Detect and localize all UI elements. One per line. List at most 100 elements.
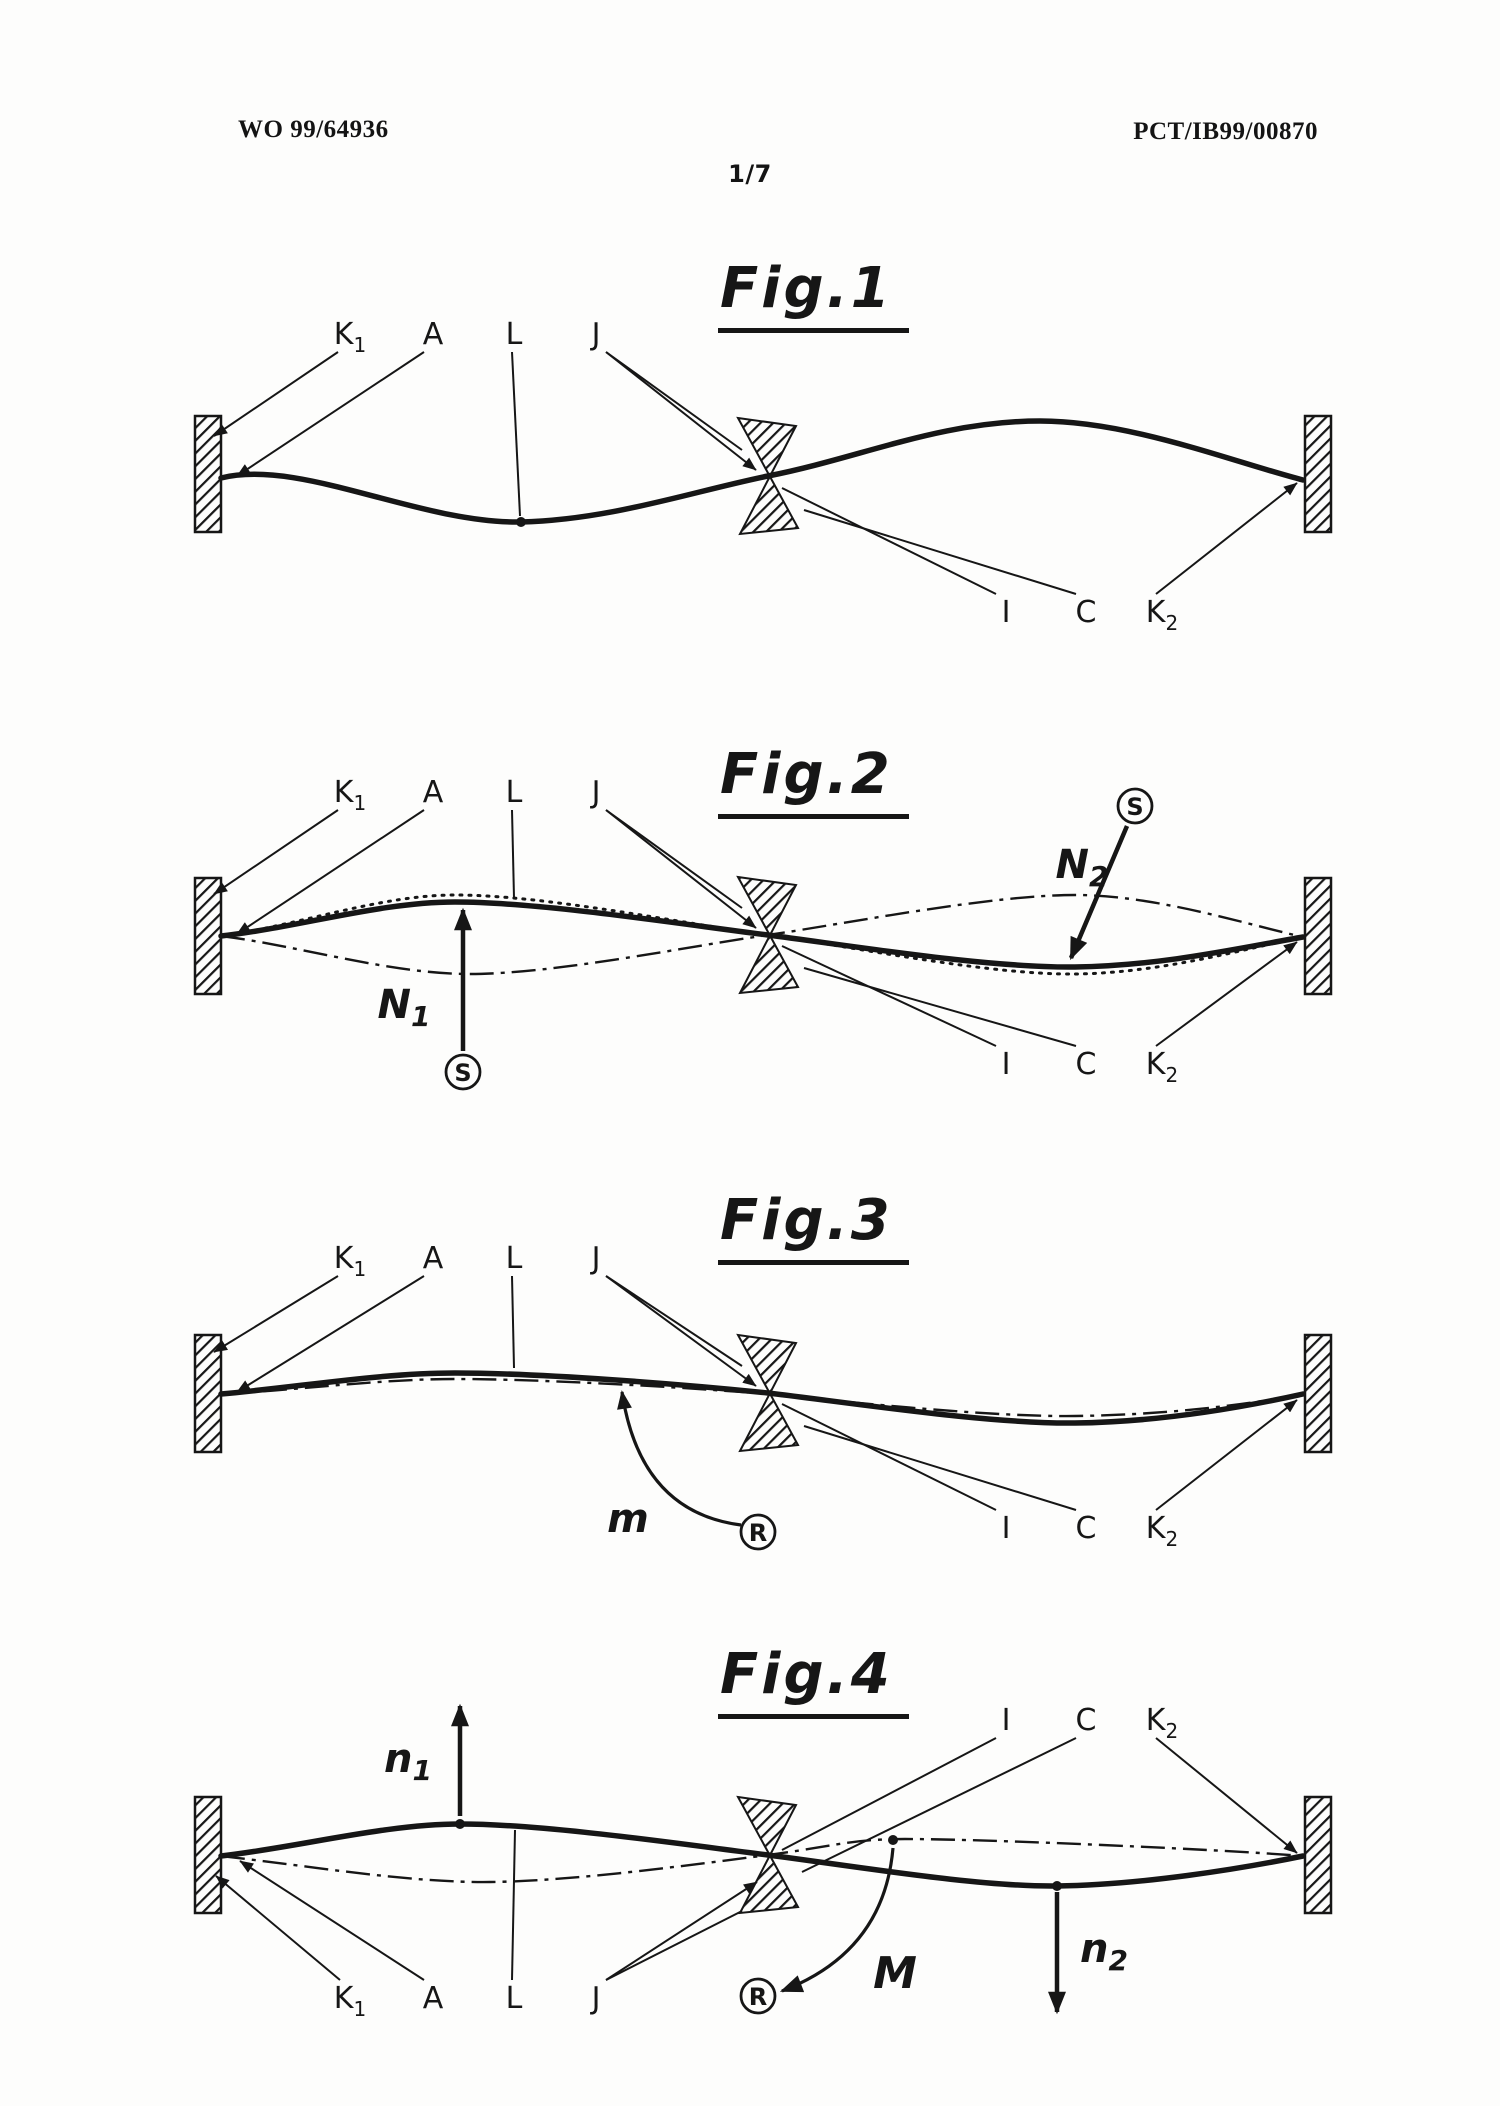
- figure-1-drawing: K1 A L J I C K2: [193, 317, 1333, 635]
- leader-j2: [605, 351, 757, 471]
- figure-2: Fig.2: [0, 700, 1500, 1150]
- label-c: C: [1076, 1511, 1097, 1546]
- label-a: A: [423, 317, 444, 352]
- leader-j2: [605, 1881, 758, 1981]
- label-k1: K1: [334, 775, 366, 815]
- figure-3: Fig.3: [0, 1180, 1500, 1600]
- beam-curve: [218, 1821, 1306, 1889]
- r-source-letter: R: [749, 1519, 767, 1547]
- supports: [193, 1795, 1333, 1915]
- leader-j1: [605, 809, 743, 909]
- leader-j1: [605, 351, 743, 451]
- label-l: L: [506, 1981, 523, 2016]
- force-n2: S N2: [1056, 787, 1154, 961]
- leader-j1: [605, 1275, 743, 1367]
- beam-curve: [218, 418, 1306, 525]
- figure-1-title: Fig.1: [718, 256, 909, 333]
- left-support: [193, 1333, 223, 1454]
- figure-3-title: Fig.3: [718, 1188, 909, 1265]
- point-labels: K1 A L J I C K2: [334, 775, 1178, 1087]
- label-k1: K1: [334, 1981, 366, 2021]
- label-a: A: [423, 1241, 444, 1276]
- force-label-n2: n2: [1080, 1926, 1128, 1977]
- label-k2: K2: [1146, 1703, 1178, 1743]
- force-n1: n1: [384, 1703, 469, 1816]
- r-source-symbol: [739, 1513, 777, 1551]
- leader-l: [511, 809, 515, 899]
- label-j: J: [590, 317, 601, 352]
- leader-l: [511, 1275, 515, 1369]
- s-source-symbol-right: [1116, 787, 1154, 825]
- s-source-letter-right: S: [1126, 793, 1143, 821]
- point-dot-m: [888, 1835, 898, 1845]
- label-c: C: [1076, 1047, 1097, 1082]
- left-support: [193, 876, 223, 996]
- leader-k2: [1155, 482, 1298, 595]
- document-number: WO 99/64936: [238, 116, 389, 143]
- right-support: [1303, 876, 1333, 996]
- point-dot-n2: [1052, 1881, 1062, 1891]
- leader-l: [511, 351, 521, 517]
- s-source-symbol-left: [444, 1053, 482, 1091]
- force-label-n1: N1: [378, 982, 431, 1033]
- label-i: I: [1002, 1703, 1011, 1738]
- leader-a: [239, 1860, 425, 1981]
- right-support: [1303, 414, 1333, 534]
- left-support: [193, 1795, 223, 1915]
- supports: [193, 1333, 1333, 1454]
- leader-k1: [213, 351, 339, 437]
- moment-label-m: M: [873, 1948, 917, 1999]
- figure-2-title: Fig.2: [718, 742, 909, 819]
- moment-label-m: m: [607, 1496, 649, 1542]
- figure-4-title: Fig.4: [718, 1642, 909, 1719]
- leader-k1: [215, 1875, 341, 1981]
- leader-k1: [213, 809, 339, 895]
- leader-lines: [215, 1737, 1298, 1981]
- pivot-node: [736, 416, 800, 536]
- leader-a: [236, 809, 425, 935]
- leader-l: [511, 1829, 516, 1981]
- moment-arrow-m: [617, 1390, 742, 1527]
- label-k1: K1: [334, 317, 366, 357]
- label-k2: K2: [1146, 1511, 1178, 1551]
- label-k2: K2: [1146, 1047, 1178, 1087]
- leader-k1: [213, 1275, 339, 1353]
- beam-curve: [218, 1370, 1306, 1426]
- label-k1: K1: [334, 1241, 366, 1281]
- pivot-node: [736, 875, 800, 995]
- figure-1: Fig.1: [0, 240, 1500, 670]
- s-source-letter-left: S: [454, 1059, 471, 1087]
- leader-i: [781, 1737, 997, 1851]
- label-i: I: [1002, 595, 1011, 630]
- force-arrow-n2: [1068, 825, 1130, 961]
- label-a: A: [423, 775, 444, 810]
- leader-a: [236, 351, 425, 477]
- leader-c: [803, 509, 1077, 595]
- leader-k2: [1155, 1737, 1298, 1854]
- application-number: PCT/IB99/00870: [1133, 118, 1318, 145]
- point-labels: K1 A L J I C K2: [334, 1241, 1178, 1551]
- label-c: C: [1076, 1703, 1097, 1738]
- leader-c: [801, 1737, 1077, 1873]
- right-support: [1303, 1795, 1333, 1915]
- point-dot-n1: [455, 1819, 465, 1829]
- force-label-n2: N2: [1056, 842, 1109, 893]
- leader-i: [781, 945, 997, 1047]
- force-n2: n2: [1048, 1892, 1128, 2015]
- point-dot-l: [516, 517, 526, 527]
- point-labels: K1 A L J I C K2: [334, 317, 1178, 635]
- label-j: J: [590, 1981, 601, 2016]
- force-n1: S N1: [378, 907, 482, 1091]
- label-j: J: [590, 775, 601, 810]
- r-source-symbol: [739, 1977, 777, 2015]
- sheet-number: 1/7: [728, 160, 772, 188]
- force-label-n1: n1: [384, 1736, 432, 1787]
- leader-lines: [213, 351, 1298, 595]
- moment-m: R m: [607, 1390, 777, 1551]
- leader-i: [781, 487, 997, 595]
- label-c: C: [1076, 595, 1097, 630]
- beam-curve: [218, 899, 1306, 970]
- label-l: L: [506, 1241, 523, 1276]
- label-i: I: [1002, 1047, 1011, 1082]
- leader-j1: [605, 1910, 743, 1981]
